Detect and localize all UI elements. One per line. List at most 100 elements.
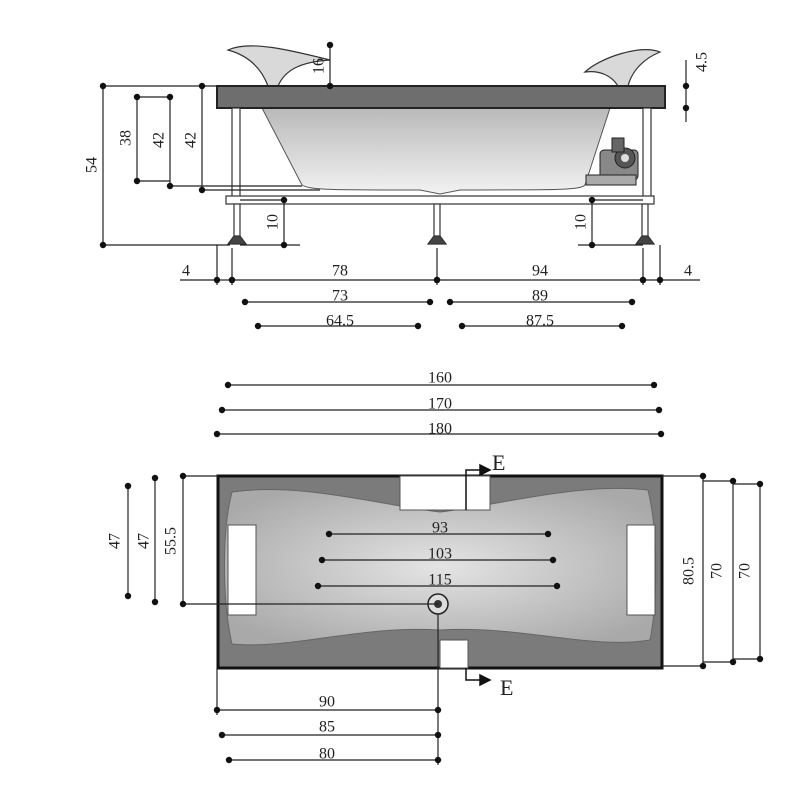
dimension-endpoint — [655, 406, 663, 414]
dimension-endpoint — [618, 322, 626, 330]
dimension-endpoint — [124, 482, 132, 490]
dimension-endpoint — [314, 582, 322, 590]
dimension-endpoint — [756, 655, 764, 663]
dimension-label: 170 — [428, 396, 452, 413]
dimension-endpoint — [179, 600, 187, 608]
dimension-label: 64.5 — [326, 313, 354, 330]
dimension-endpoint — [639, 276, 647, 284]
dimension-endpoint — [213, 706, 221, 714]
control-panel — [399, 475, 491, 511]
dimension-label: 4 — [684, 263, 692, 280]
dimension-label: 47 — [107, 533, 124, 549]
dimension-endpoint — [656, 276, 664, 284]
dimension-rim-thickness: 4.5 — [682, 52, 711, 122]
dimension-endpoint — [280, 241, 288, 249]
dimension-endpoint — [166, 182, 174, 190]
dimension-drain-pos-2: 85 — [218, 719, 442, 739]
dimension-endpoint — [549, 556, 557, 564]
dimension-endpoint — [318, 556, 326, 564]
dimension-span-left-2: 73 — [241, 288, 434, 306]
dimension-endpoint — [756, 480, 764, 488]
dimension-endpoint — [544, 530, 552, 538]
tub-body — [261, 107, 611, 195]
dimension-label: 47 — [136, 533, 153, 549]
dimension-label: 160 — [428, 370, 452, 387]
dimension-label: 89 — [532, 288, 548, 305]
dimension-edge-left: 4 — [180, 245, 236, 285]
dimension-endpoint — [657, 430, 665, 438]
dimension-endpoint — [729, 477, 737, 485]
dimension-label: 87.5 — [526, 313, 554, 330]
dimension-basin-width-2: 103 — [318, 546, 557, 564]
dimension-drain-offset-2: 47 — [136, 474, 159, 606]
dimension-endpoint — [628, 298, 636, 306]
dimension-drain-pos-3: 80 — [225, 746, 442, 764]
dimension-inner-depth-1: 38 — [118, 93, 170, 185]
dimension-endpoint — [434, 706, 442, 714]
dimension-label: 78 — [332, 263, 348, 280]
dimension-headrest-height: 16 — [311, 41, 334, 90]
dimension-endpoint — [218, 731, 226, 739]
dimension-endpoint — [225, 756, 233, 764]
dimension-label: 42 — [183, 132, 200, 148]
dimension-inner-width-2: 70 — [733, 480, 764, 663]
dimension-label: 115 — [428, 572, 451, 589]
dimension-label: 54 — [84, 157, 101, 173]
dimension-label: 180 — [428, 421, 452, 438]
dimension-endpoint — [326, 82, 334, 90]
pump-icon — [585, 137, 639, 186]
dimension-endpoint — [198, 186, 206, 194]
dimension-inner-width-1: 70 — [703, 477, 737, 666]
dimension-endpoint — [729, 658, 737, 666]
dimension-label: 55.5 — [163, 527, 180, 555]
headrest-left-plan — [227, 524, 257, 616]
dimension-endpoint — [133, 93, 141, 101]
dimension-endpoint — [179, 472, 187, 480]
dimension-label: 10 — [573, 214, 590, 230]
dimension-endpoint — [682, 82, 690, 90]
dimension-endpoint — [414, 322, 422, 330]
dimension-inner-depth-2: 42 — [151, 93, 302, 190]
dimension-endpoint — [254, 322, 262, 330]
dimension-endpoint — [699, 472, 707, 480]
dimension-endpoint — [241, 298, 249, 306]
dimension-label: 93 — [432, 520, 448, 537]
dimension-label: 90 — [319, 694, 335, 711]
dimension-label: 4 — [182, 263, 190, 280]
dimension-drain-offset-1: 47 — [107, 482, 132, 600]
section-label-bottom: E — [500, 675, 513, 700]
dimension-endpoint — [553, 582, 561, 590]
dimension-endpoint — [588, 241, 596, 249]
headrest-right — [583, 49, 662, 87]
dimension-endpoint — [218, 406, 226, 414]
support-frame — [225, 107, 656, 245]
basin — [224, 487, 657, 646]
dimension-label: 16 — [311, 58, 328, 74]
dimension-endpoint — [99, 241, 107, 249]
overflow-slot — [439, 639, 469, 669]
dimension-mid-length: 170 — [218, 396, 663, 414]
dimension-endpoint — [280, 196, 288, 204]
dimension-span-left-3: 64.5 — [254, 313, 422, 330]
dimension-edge-right: 4 — [639, 245, 700, 285]
dimension-label: 80.5 — [681, 557, 698, 585]
dimension-endpoint — [433, 276, 441, 284]
dimension-endpoint — [198, 82, 206, 90]
dimension-label: 85 — [319, 719, 335, 736]
dimension-outer-width: 80.5 — [662, 472, 707, 670]
tub-rim — [216, 85, 666, 109]
dimension-endpoint — [682, 104, 690, 112]
dimension-total-height: 54 — [84, 82, 230, 249]
side-elevation — [216, 45, 666, 245]
dimension-inner-length: 160 — [224, 370, 658, 389]
dimension-label: 70 — [709, 563, 726, 579]
dimension-span-right-2: 89 — [446, 288, 636, 306]
dimension-endpoint — [650, 381, 658, 389]
dimension-drain-offset-3: 55.5 — [163, 472, 438, 608]
dimension-endpoint — [151, 598, 159, 606]
dimension-span-right-1: 94 — [433, 248, 647, 285]
dimension-endpoint — [426, 298, 434, 306]
dimension-inner-depth-3: 42 — [183, 82, 320, 194]
